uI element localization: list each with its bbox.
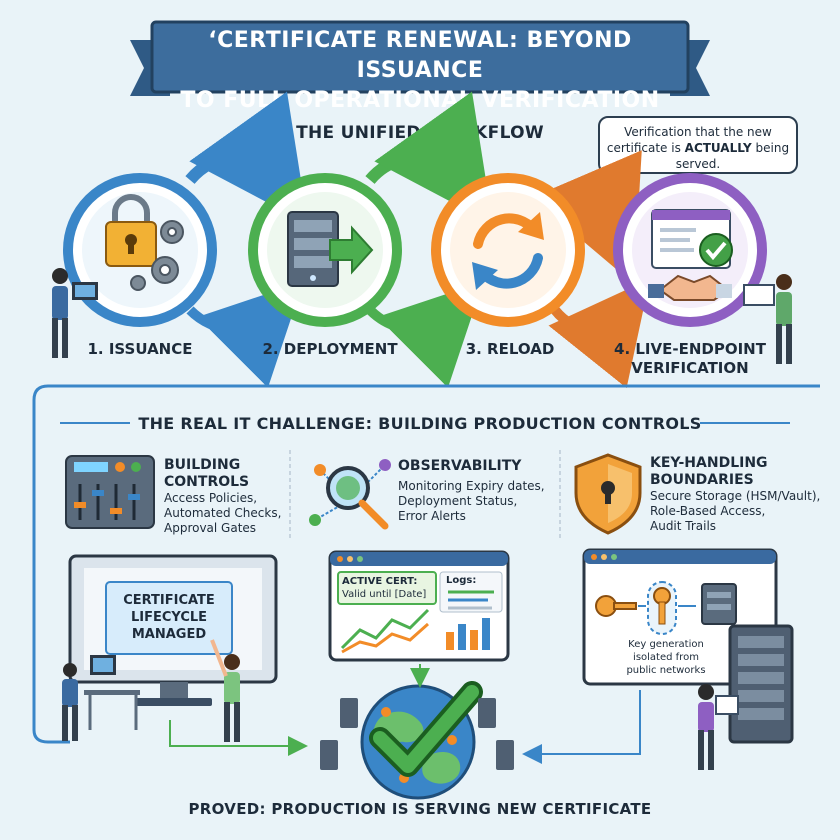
dashboard-window <box>328 550 510 662</box>
step-label-verification: 4. LIVE-ENDPOINT VERIFICATION <box>600 340 780 378</box>
keygen-text-line: public networks <box>626 665 706 676</box>
monitor-text-line: LIFECYCLE <box>130 610 208 625</box>
lifecycle-monitor <box>68 554 278 706</box>
proof-statement: PROVED: PRODUCTION IS SERVING NEW CERTIF… <box>188 800 652 818</box>
step-label-verification-line1: 4. LIVE-ENDPOINT <box>614 340 766 358</box>
arc-deployment-reload-top <box>365 91 493 225</box>
arrow-to-globe-right <box>522 690 641 764</box>
gear-icon <box>130 220 184 291</box>
arc-deployment-reload-bottom <box>366 281 484 388</box>
step-label-reload: 3. RELOAD <box>465 340 555 358</box>
active-cert-panel: ACTIVE CERT: Valid until [Date] <box>342 575 434 601</box>
step-circle-deployment <box>248 173 402 327</box>
column-heading-line1: OBSERVABILITY <box>398 458 522 474</box>
column-heading-line1: BUILDING <box>164 457 241 473</box>
key-generation-text: Key generation isolated from public netw… <box>596 638 736 677</box>
hsm-rack-icon <box>728 624 794 744</box>
monitor-screen-text: CERTIFICATE LIFECYCLE MANAGED <box>106 592 232 643</box>
monitor-text-line: MANAGED <box>131 627 207 642</box>
edge-servers <box>320 698 514 770</box>
step-label-issuance: 1. ISSUANCE <box>87 340 193 358</box>
step-label-verification-line2: VERIFICATION <box>631 359 749 377</box>
arrow-right-icon <box>329 225 374 275</box>
active-cert-label: ACTIVE CERT: <box>342 576 418 587</box>
person-at-desk <box>62 663 78 741</box>
column-heading-line2: CONTROLS <box>164 474 250 490</box>
column-text-line: Automated Checks, <box>164 506 282 520</box>
person-with-laptop-left <box>52 268 98 358</box>
step-label-deployment: 2. DEPLOYMENT <box>262 340 398 358</box>
callout-text-post: being served. <box>675 141 790 171</box>
control-panel-icon <box>65 455 155 529</box>
arrow-to-globe-left <box>169 720 308 756</box>
column-text-line: Error Alerts <box>398 509 466 523</box>
lock-icon <box>105 194 157 267</box>
column-text-line: Audit Trails <box>650 519 717 533</box>
large-checkmark-icon <box>369 681 483 777</box>
verification-callout: Verification that the new certificate is… <box>598 116 798 174</box>
callout-emphasis: ACTUALLY <box>684 141 752 155</box>
monitor-text-line: CERTIFICATE <box>123 593 215 608</box>
person-pointing-monitor <box>210 639 240 742</box>
column-heading-line1: KEY-HANDLING <box>650 455 768 471</box>
arc-issuance-deployment-top <box>185 91 308 225</box>
key-icon <box>595 595 637 617</box>
column-text-line: Approval Gates <box>164 521 257 535</box>
controls-section-title: THE REAL IT CHALLENGE: BUILDING PRODUCTI… <box>138 414 702 433</box>
step-circle-issuance <box>63 173 217 327</box>
handshake-icon <box>648 274 732 301</box>
checkmark-badge-icon <box>699 233 733 267</box>
keygen-text-line: Key generation <box>628 639 704 650</box>
step-circle-verification <box>613 173 767 327</box>
refresh-icon <box>472 212 544 290</box>
column-text-line: Deployment Status, <box>398 494 518 508</box>
shield-icon <box>574 453 642 535</box>
valid-until-text: Valid until [Date] <box>342 589 427 600</box>
key-isolation-window <box>582 548 778 686</box>
logs-label: Logs: <box>446 575 477 586</box>
isolated-key-icon <box>647 581 677 635</box>
title-banner <box>130 20 710 96</box>
observability-network-icon <box>309 459 391 530</box>
vault-server-icon <box>701 583 737 625</box>
keygen-text-line: isolated from <box>633 652 699 663</box>
column-text-line: Monitoring Expiry dates, <box>398 479 545 493</box>
column-key-handling: KEY-HANDLING BOUNDARIES Secure Storage (… <box>650 455 830 534</box>
arc-reload-verify-bottom <box>548 278 651 389</box>
column-text-line: Role-Based Access, <box>650 504 766 518</box>
column-text-line: Access Policies, <box>164 491 258 505</box>
person-with-tablet-lower <box>698 684 739 770</box>
column-heading-line2: BOUNDARIES <box>650 472 754 488</box>
title-line-1: ‘CERTIFICATE RENEWAL: BEYOND ISSUANCE <box>208 28 632 83</box>
column-text-line: Secure Storage (HSM/Vault), <box>650 489 821 503</box>
arc-issuance-deployment-bottom <box>186 281 304 388</box>
step-circle-reload <box>431 173 585 327</box>
person-with-tablet-right <box>743 274 792 364</box>
desk-with-computer <box>84 655 140 730</box>
section-frame <box>32 384 820 744</box>
column-observability: OBSERVABILITY Monitoring Expiry dates, D… <box>398 458 558 524</box>
column-building-controls: BUILDING CONTROLS Access Policies, Autom… <box>164 457 294 536</box>
